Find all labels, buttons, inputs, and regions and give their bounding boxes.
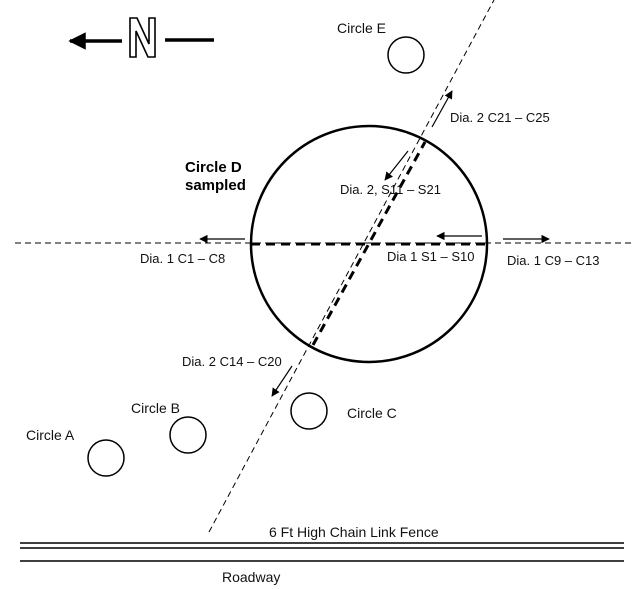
circle-c-label: Circle C — [347, 405, 397, 421]
circle-b-label: Circle B — [131, 400, 180, 416]
label-dia2-c21-c25: Dia. 2 C21 – C25 — [450, 110, 550, 125]
circle-a — [87, 439, 125, 477]
label-dia1-c9-c13: Dia. 1 C9 – C13 — [507, 253, 600, 268]
north-arrow: N — [68, 17, 214, 58]
arrow-c21-c25 — [431, 90, 453, 128]
road-label: Roadway — [222, 569, 280, 585]
circle-a-label: Circle A — [26, 427, 75, 443]
north-letter-icon — [129, 17, 156, 58]
fence-label: 6 Ft High Chain Link Fence — [269, 524, 439, 540]
circle-d-label: Circle D — [185, 159, 242, 176]
label-dia2-c14-c20: Dia. 2 C14 – C20 — [182, 354, 282, 369]
label-dia1-s1-s10: Dia 1 S1 – S10 — [387, 249, 474, 264]
label-dia1-c1-c8: Dia. 1 C1 – C8 — [140, 251, 225, 266]
circle-e — [387, 36, 425, 74]
circle-e-label: Circle E — [337, 20, 386, 36]
circle-b — [169, 416, 207, 454]
circle-d-sampled-label: sampled — [185, 177, 246, 194]
label-dia2-s11-s21: Dia. 2, S11 – S21 — [340, 182, 441, 197]
diameter-2-sampled — [311, 141, 427, 346]
arrow-c14-c20 — [271, 365, 293, 397]
diameter-2-transect — [208, 0, 495, 533]
arrow-s11-s21 — [384, 150, 409, 181]
circle-c — [290, 392, 328, 430]
